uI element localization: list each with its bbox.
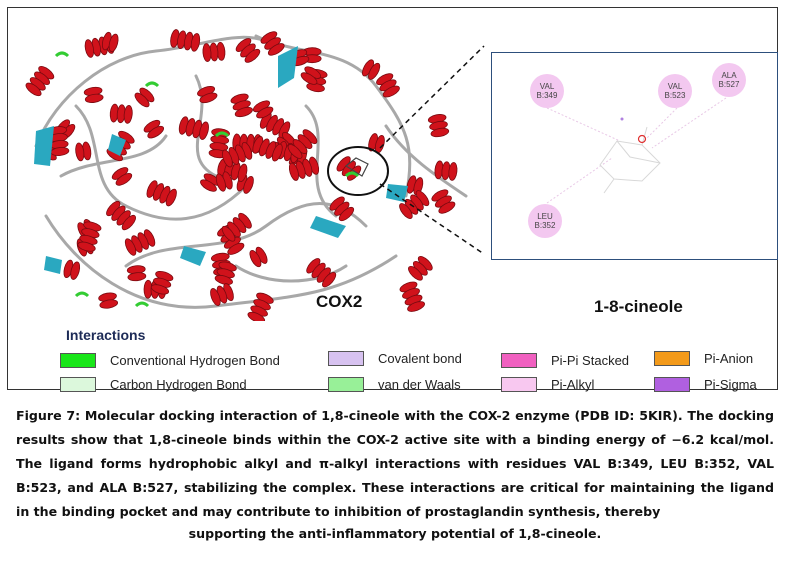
residue-name: LEU	[537, 212, 553, 221]
residue-name: VAL	[667, 82, 683, 91]
legend-item: Pi-Anion	[654, 349, 753, 367]
legend-label: Carbon Hydrogen Bond	[110, 376, 247, 392]
legend-item: van der Waals	[328, 375, 461, 393]
legend-item: Pi-Pi Stacked	[501, 351, 629, 369]
legend-swatch	[60, 352, 96, 368]
ligand-label: 1-8-cineole	[594, 297, 683, 316]
legend-title: Interactions	[66, 327, 146, 343]
interaction-legend: Interactions Conventional Hydrogen Bond …	[60, 324, 780, 396]
legend-swatch	[328, 376, 364, 392]
residue-val-349: VAL B:349	[530, 74, 564, 108]
legend-item: Carbon Hydrogen Bond	[60, 375, 247, 393]
legend-item: Pi-Alkyl	[501, 375, 594, 393]
ligand-structure	[546, 97, 727, 204]
legend-swatch	[60, 376, 96, 392]
residue-name: VAL	[539, 82, 555, 91]
legend-swatch	[501, 376, 537, 392]
legend-swatch	[654, 376, 690, 392]
legend-swatch	[654, 350, 690, 366]
figure-caption: Figure 7: Molecular docking interaction …	[16, 408, 774, 519]
interaction-diagram: VAL B:349 VAL B:523 ALA B:527 LEU B:352	[491, 52, 778, 260]
residue-position: B:523	[664, 91, 686, 100]
legend-item: Conventional Hydrogen Bond	[60, 351, 280, 369]
legend-swatch	[501, 352, 537, 368]
protein-structure-image	[25, 29, 468, 321]
legend-label: Pi-Pi Stacked	[551, 352, 630, 368]
legend-item: Pi-Sigma	[654, 375, 757, 393]
figure-panel: COX2 1-8-cineole VAL B:349 VAL	[7, 7, 778, 392]
residue-position: B:349	[536, 91, 558, 100]
legend-label: van der Waals	[378, 376, 461, 392]
legend-label: Covalent bond	[378, 350, 462, 366]
legend-label: Conventional Hydrogen Bond	[110, 352, 280, 368]
residue-val-523: VAL B:523	[658, 74, 692, 108]
residue-leu-352: LEU B:352	[528, 204, 562, 238]
protein-label: COX2	[316, 292, 363, 311]
residue-position: B:527	[718, 80, 740, 89]
figure-caption-last-line: supporting the anti-inflammatory potenti…	[188, 526, 602, 541]
residue-position: B:352	[534, 221, 556, 230]
legend-label: Pi-Sigma	[704, 376, 757, 392]
legend-swatch	[328, 350, 364, 366]
residue-name: ALA	[721, 71, 737, 80]
legend-label: Pi-Anion	[704, 350, 754, 366]
legend-label: Pi-Alkyl	[551, 376, 595, 392]
residue-ala-527: ALA B:527	[712, 63, 746, 97]
legend-item: Covalent bond	[328, 349, 462, 367]
zoom-connector-lines	[379, 45, 485, 255]
